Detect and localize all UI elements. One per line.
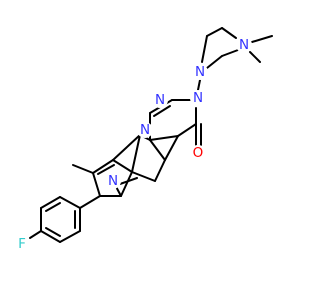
bond-line — [149, 139, 166, 161]
atom-label-f: F — [18, 236, 26, 252]
bond-line — [177, 123, 197, 137]
atom-fluorine: F — [14, 236, 30, 252]
bond-line — [45, 227, 61, 237]
atom-oxygen-carbonyl: O — [190, 145, 206, 161]
bond-line — [251, 35, 273, 43]
bond-line — [249, 51, 261, 63]
bond-line — [45, 202, 61, 212]
bond-line — [206, 27, 223, 37]
bond-line — [40, 196, 61, 209]
atom-nitrogen-pyrimidine: N — [105, 173, 121, 189]
atom-label-n: N — [108, 173, 118, 189]
bond-line — [112, 134, 141, 161]
bond-line — [59, 230, 81, 243]
atom-nitrogen-piperazine-1: N — [192, 64, 208, 80]
atom-nitrogen-piperazine-4: N — [236, 37, 252, 53]
bond-line — [221, 49, 239, 57]
bond-line — [201, 35, 208, 63]
bond-line — [92, 172, 101, 197]
bond-line — [149, 135, 179, 141]
bond-line — [92, 159, 114, 174]
bond-line — [221, 27, 237, 39]
atom-label-n: N — [239, 37, 249, 53]
atom-label-n: N — [195, 64, 205, 80]
bond-line — [154, 159, 166, 182]
bond-line — [120, 171, 133, 197]
bond-line — [97, 164, 115, 175]
bond-layer — [29, 27, 273, 243]
bond-line — [112, 159, 133, 173]
atom-nitrogen-pyrazole-2: N — [137, 122, 153, 138]
bond-line — [153, 105, 171, 117]
bond-line — [164, 135, 179, 161]
atom-label-o: O — [193, 145, 204, 161]
atom-nitrogen-pyridinone: N — [190, 90, 206, 106]
atom-label-n: N — [155, 92, 165, 108]
bond-line — [79, 195, 101, 209]
bond-line — [59, 196, 81, 209]
bond-line — [72, 164, 94, 174]
atom-label-layer: F N N N N N N O — [14, 37, 252, 252]
atom-nitrogen-pyrazole-1: N — [152, 92, 168, 108]
bond-line — [131, 134, 141, 173]
bond-line — [197, 79, 201, 91]
bond-line — [40, 230, 61, 243]
bond-line — [119, 177, 138, 185]
bond-line — [29, 230, 42, 239]
atom-label-n: N — [140, 122, 150, 138]
molecule-structure: F N N N N N N O — [14, 27, 273, 252]
bond-line — [131, 171, 156, 182]
bond-line — [206, 55, 223, 69]
atom-label-n: N — [193, 90, 203, 106]
